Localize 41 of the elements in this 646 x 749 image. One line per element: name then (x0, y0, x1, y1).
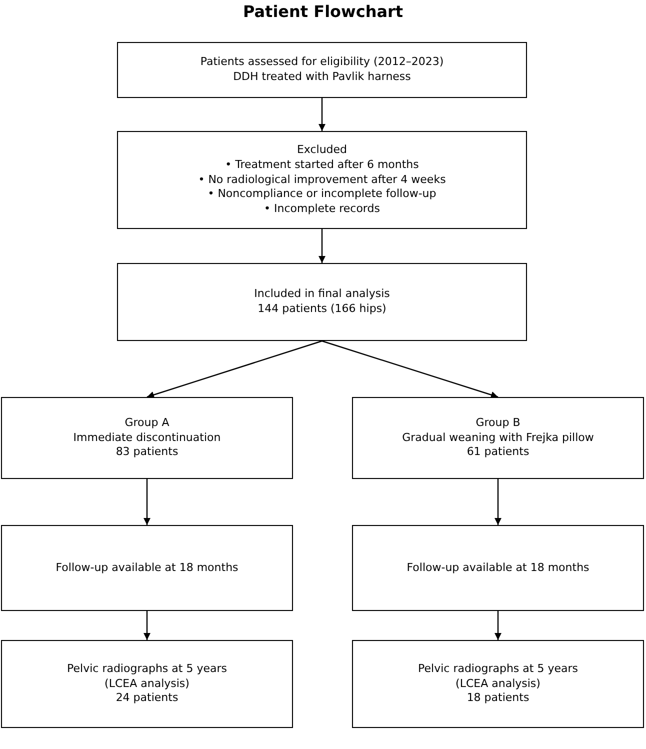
box-text: Pelvic radiographs at 5 years (67, 662, 227, 677)
process-box (352, 525, 644, 611)
box-text: Follow-up available at 18 months (56, 560, 238, 576)
box-text: Gradual weaning with Frejka pillow (402, 430, 594, 446)
box-text: Group B (476, 416, 520, 431)
process-box (1, 640, 293, 728)
box-text: • No radiological improvement after 4 weeks (198, 172, 446, 188)
box-text: Follow-up available at 18 months (406, 560, 590, 576)
box-text: Excluded (296, 142, 348, 158)
box-text: 144 patients (166 hips) (258, 302, 386, 317)
box-text: DDH treated with Pavlik harness (233, 70, 411, 85)
box-text: • Noncompliance or incomplete follow-up (208, 187, 436, 202)
process-box (117, 131, 527, 229)
box-text: (LCEA analysis) (104, 676, 190, 692)
box-text: • Incomplete records (264, 202, 380, 218)
box-text: Included in final analysis (254, 287, 390, 302)
arrow (322, 340, 498, 398)
box-text: Patients assessed for eligibility (2012–2023) (200, 55, 444, 70)
box-text: • Treatment started after 6 months (225, 158, 419, 173)
arrow (144, 611, 150, 640)
diagram-title: Patient Flowchart (242, 2, 404, 21)
box-text: 83 patients (116, 445, 178, 460)
arrow (144, 479, 150, 525)
process-box (352, 640, 644, 728)
box-text: Group A (124, 416, 170, 431)
process-box (352, 397, 644, 479)
arrow (146, 340, 322, 398)
arrow (494, 479, 502, 525)
box-text: Immediate discontinuation (73, 430, 221, 446)
box-text: 18 patients (466, 691, 530, 706)
process-box (1, 397, 293, 479)
arrow (494, 611, 502, 640)
box-text: Pelvic radiographs at 5 years (418, 662, 578, 677)
arrow (318, 98, 326, 131)
box-text: 24 patients (116, 691, 178, 706)
process-box (117, 263, 527, 341)
process-box (1, 525, 293, 611)
arrow (318, 229, 326, 263)
box-text: 61 patients (466, 445, 530, 460)
process-box (117, 42, 527, 98)
box-text: (LCEA analysis) (456, 676, 540, 692)
